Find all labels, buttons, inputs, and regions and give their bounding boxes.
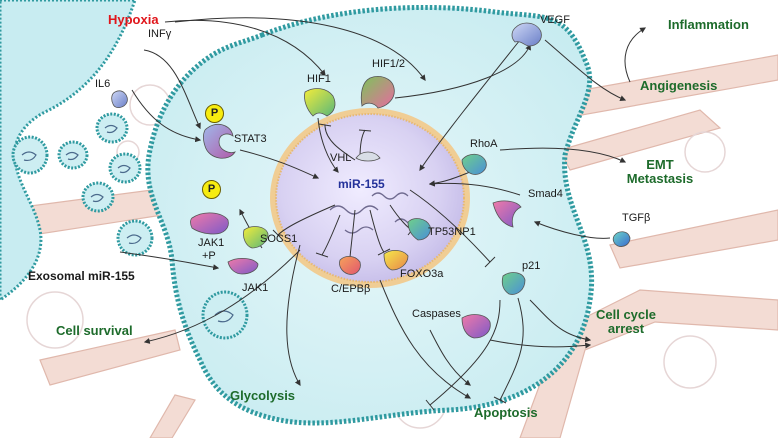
label-exosomal-mirna: Exosomal miR-155: [28, 269, 135, 283]
label-caspases: Caspases: [412, 308, 461, 320]
label-jak1p-line2: +P: [202, 250, 216, 262]
jak1p-protein: [190, 212, 229, 235]
label-cebpb: C/EPBβ: [331, 283, 371, 295]
label-rhoa: RhoA: [470, 138, 498, 150]
label-hif1: HIF1: [307, 73, 331, 85]
smad4-protein: [492, 200, 522, 228]
label-hif12: HIF1/2: [372, 58, 406, 70]
label-foxo3a: FOXO3a: [400, 268, 444, 280]
jak1-protein: [227, 258, 259, 275]
outcome-cell-survival: Cell survival: [56, 323, 133, 338]
label-infg: INFγ: [148, 28, 172, 40]
label-il6: IL6: [95, 78, 111, 90]
label-tp53np1: TP53NP1: [428, 226, 476, 238]
outcome-emt-line2: Metastasis: [626, 171, 694, 186]
outcome-emt-line1: EMT: [646, 157, 674, 172]
il6-protein: [111, 90, 128, 108]
pathway-arrows: [119, 17, 647, 399]
label-tgfb: TGFβ: [622, 212, 651, 224]
outcome-apoptosis: Apoptosis: [474, 405, 538, 420]
label-mirna: miR-155: [338, 177, 385, 191]
outcome-inflammation: Inflammation: [668, 17, 749, 32]
outcome-angiogenesis: Angigenesis: [640, 78, 718, 93]
socs1-protein: [243, 226, 269, 249]
label-vegf: VEGF: [540, 14, 570, 26]
caspases-protein: [461, 314, 491, 339]
outcome-cell-cycle-line2: arrest: [607, 321, 645, 336]
tp53np1-protein: [407, 218, 431, 241]
label-socs1: SOCS1: [260, 233, 298, 245]
vhl-protein: [355, 151, 381, 162]
tgfb-protein: [612, 231, 631, 247]
vegf-protein: [511, 22, 542, 47]
phospho-badge-jak1: P: [202, 180, 221, 199]
outcome-emt-metastasis: EMT Metastasis: [622, 158, 698, 186]
label-vhl: VHL: [330, 152, 352, 164]
protein-shapes: [111, 22, 631, 339]
label-jak1: JAK1: [242, 282, 269, 294]
label-p21: p21: [522, 260, 541, 272]
outcome-cell-cycle-line1: Cell cycle: [596, 307, 656, 322]
exosome-cargo: [21, 124, 234, 323]
label-stat3: STAT3: [234, 133, 267, 145]
hif12-protein: [360, 76, 395, 109]
nucleus: [270, 108, 470, 288]
inhibition-lines: [272, 123, 524, 411]
stat3-protein: [203, 123, 236, 159]
foxo3a-protein: [383, 250, 409, 271]
label-jak1p-line1: JAK1: [198, 237, 225, 249]
outcome-cell-cycle-arrest: Cell cycle arrest: [588, 308, 664, 336]
label-hypoxia: Hypoxia: [108, 12, 159, 27]
exosomes: [11, 112, 249, 340]
cebpb-protein: [339, 256, 361, 275]
hif1-protein: [304, 88, 336, 117]
rhoa-protein: [461, 153, 487, 175]
p21-protein: [501, 272, 526, 295]
phospho-badge-stat3: P: [205, 104, 224, 123]
outcome-glycolysis: Glycolysis: [230, 388, 296, 403]
label-smad4: Smad4: [528, 188, 563, 200]
